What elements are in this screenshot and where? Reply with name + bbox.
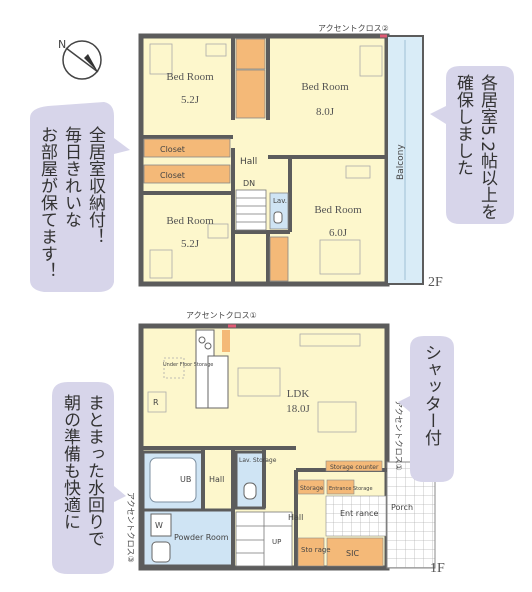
bedroom-ne-name: Bed Room (301, 81, 349, 93)
fridge-label: R (153, 398, 159, 407)
accent-cross-2-label: アクセントクロス② (318, 24, 389, 33)
callout-1f-left: まとまった水回りで 朝の準備も快適に (52, 382, 126, 574)
bedroom-se-size: 6.0J (329, 227, 348, 239)
up-label: UP (272, 538, 281, 546)
storage-small-label: Sto rage (301, 546, 331, 554)
callout-2f-right-line2: 確保しました (453, 74, 474, 176)
accent-cross-1-right-label: アクセントクロス① (394, 400, 403, 471)
hall-label: Hall (288, 513, 303, 522)
closet-storage (143, 38, 289, 282)
down-label: DN (243, 179, 255, 188)
callout-2f-left: 全居室収納付！ 毎日きれいな お部屋が保てます！ (30, 102, 130, 292)
floor-2f-label: 2F (428, 275, 443, 290)
ldk-name: LDK (287, 388, 310, 400)
ldk-size: 18.0J (286, 403, 310, 415)
powder-room-label: Powder Room (174, 533, 229, 542)
accent-cross-1-label: アクセントクロス① (186, 311, 257, 320)
hall-label: Hall (240, 157, 257, 167)
stairs-1f (235, 511, 293, 567)
bedroom-sw-name: Bed Room (166, 215, 214, 227)
floor2-plan: Closet Closet Lav. DN Hall Bed Room 5.2J… (138, 24, 443, 290)
bedroom-ne-size: 8.0J (316, 106, 335, 118)
floor-1f-label: 1F (430, 561, 445, 576)
bedroom-nw-name: Bed Room (166, 71, 214, 83)
sic-label: SIC (346, 549, 359, 558)
floor1-plan: LDK 18.0J Under Floor Storage R UB Hall … (126, 311, 445, 576)
entrance-label: Ent rance (340, 509, 378, 518)
callout-1f-left-line1: まとまった水回りで (84, 394, 105, 547)
callout-2f-left-line2: 毎日きれいな (61, 126, 82, 228)
callout-1f-left-line2: 朝の準備も快適に (60, 394, 81, 530)
callout-1f-right-line1: シャッター付 (421, 344, 442, 447)
bedroom-sw-size: 5.2J (181, 238, 200, 250)
porch-label: Porch (391, 503, 413, 512)
bedroom-nw-size: 5.2J (181, 94, 200, 106)
callout-2f-left-line1: 全居室収納付！ (85, 126, 106, 245)
under-floor-storage-label: Under Floor Storage (163, 362, 213, 368)
callout-2f-right-line1: 各居室5.2帖以上を (477, 74, 498, 220)
balcony-label: Balcony (396, 144, 406, 180)
hall-small-label: Hall (209, 475, 224, 484)
compass-icon: N (58, 38, 102, 80)
callout-2f-right: 各居室5.2帖以上を 確保しました (430, 66, 514, 224)
closet-label: Closet (160, 171, 185, 180)
svg-text:N: N (58, 38, 66, 51)
storage-label: Storage (300, 485, 324, 492)
bedroom-se-name: Bed Room (314, 204, 362, 216)
lav-storage-label: Lav. Storage (239, 457, 277, 464)
callout-2f-left-line3: お部屋が保てます！ (37, 126, 58, 279)
callout-1f-right: シャッター付 (398, 336, 454, 482)
stairs-2f (235, 189, 267, 231)
ub-label: UB (180, 475, 191, 484)
closet-label: Closet (160, 145, 185, 154)
storage-counter-label: Storage counter (330, 464, 379, 471)
accent-cross-3-label: アクセントクロス③ (126, 492, 135, 563)
lav-label: Lav. (273, 197, 287, 205)
entrance-storage-label: Entrance Storage (329, 486, 373, 492)
washer-label: W (155, 521, 163, 530)
